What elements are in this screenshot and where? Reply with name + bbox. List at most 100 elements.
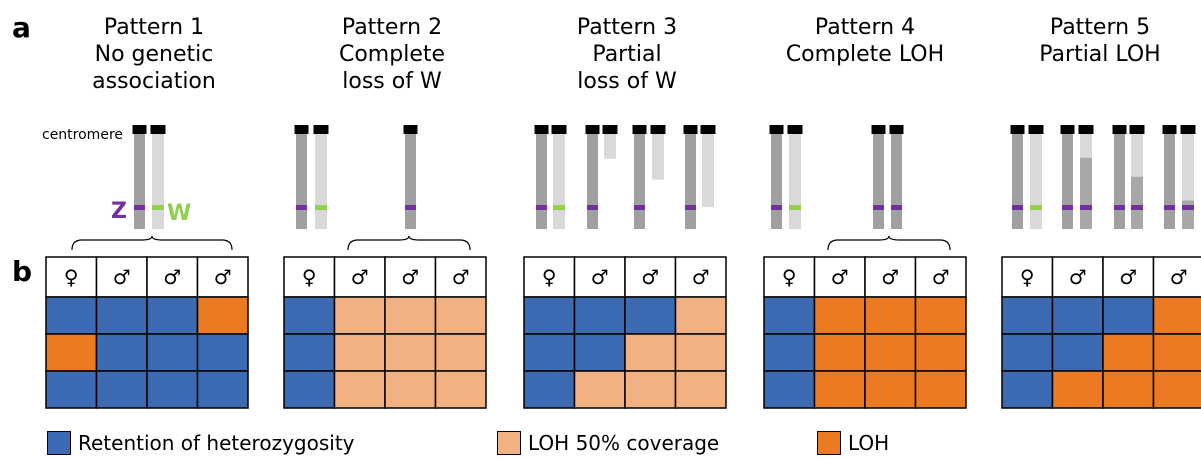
z-chromosome-24 [1162,125,1177,229]
z-chromosome-arm [1012,134,1023,229]
grid-cell [434,296,487,335]
w-marker [789,205,801,210]
centromere-block [769,125,784,134]
grid-cell [333,296,386,335]
centromere-block [1060,125,1075,134]
z-chromosome-14 [769,125,784,229]
header-cell [523,256,576,298]
z-chromosome-8 [585,125,600,229]
grid-cell [763,370,816,409]
header-cell [1051,256,1104,298]
z-chromosome-12 [683,125,698,229]
w-marker [152,205,164,210]
grid-cell [1102,370,1155,409]
centromere-block [1112,125,1127,134]
header-cell [674,256,727,298]
female-symbol-icon: ♀ [542,265,557,289]
male-symbol-icon: ♂ [113,265,131,289]
legend-loh: LOH [817,431,889,455]
grouping-brace [827,235,951,251]
grid-cell [674,370,727,409]
z-marker [1182,205,1194,210]
pattern-1-title-line-1: Pattern 1 [103,15,205,40]
centromere-block [889,125,904,134]
pattern-2-grid: ♀♂♂♂ [283,256,487,409]
grid-cell [333,370,386,409]
z-marker [1164,205,1175,210]
z-marker [685,205,696,210]
pattern-5-title-line-2: Partial LOH [1039,42,1161,67]
w-marker [315,205,327,210]
grid-cell [196,370,249,409]
z-marker [1114,205,1125,210]
centromere-block [632,125,647,134]
z-chromosome-arm [891,134,902,229]
heterozygosity-grids: ♀♂♂♂♀♂♂♂♀♂♂♂♀♂♂♂♀♂♂♂ [45,256,1201,409]
w-chromosome-7 [551,125,567,229]
centromere-block [650,125,666,134]
male-symbol-icon: ♂ [1170,265,1188,289]
centromere-block [871,125,886,134]
w-chromosome-13 [700,125,716,208]
grid-cell [283,370,336,409]
pattern-4-title: Pattern 4 Complete LOH [765,14,965,68]
legend-loh50-swatch [497,431,521,455]
z-chromosome-arm [771,134,782,229]
z-chromosome-6 [534,125,549,229]
grid-cell [1102,333,1155,372]
w-chromosome-arm [652,134,664,180]
header-cell [434,256,487,298]
header-cell [1152,256,1201,298]
centromere-block [534,125,549,134]
pattern-4-title-line-1: Pattern 4 [814,15,916,40]
centromere-block [683,125,698,134]
grid-cell [146,333,199,372]
centromere-block [403,125,418,134]
grid-cell [523,296,576,335]
z-chromosome-1 [132,125,147,229]
centromere-block [602,125,618,134]
z-chromosome-arm [1164,134,1175,229]
legend-loh-swatch [817,431,841,455]
w-chromosome-2 [150,125,166,229]
loh-segment [1080,157,1092,229]
male-symbol-icon: ♂ [692,265,710,289]
grid-cell [1152,296,1201,335]
pattern-5-title: Pattern 5 Partial LOH [1000,14,1200,68]
grid-cell [146,370,199,409]
z-chromosome-18 [1010,125,1025,229]
centromere-block [1028,125,1044,134]
legend-retention-label: Retention of heterozygosity [78,431,355,455]
panel-label-a: a [12,11,31,44]
w-marker [1030,205,1042,210]
centromere-block [1180,125,1196,134]
grid-cell [674,296,727,335]
legend-loh-label: LOH [848,431,890,455]
grid-cell [283,296,336,335]
w-chromosome-15 [787,125,803,229]
grid-cell [624,333,677,372]
grid-cell [283,333,336,372]
z-marker [891,205,902,210]
grid-cell [864,370,917,409]
z-chromosome-3 [294,125,309,229]
centromere-block [787,125,803,134]
centromere-block [551,125,567,134]
grid-cell [813,370,866,409]
grid-cell [45,296,98,335]
male-symbol-icon: ♂ [351,265,369,289]
male-symbol-icon: ♂ [881,265,899,289]
centromere-block [313,125,329,134]
grid-cell [624,296,677,335]
pattern-1-title: Pattern 1 No genetic association [54,14,254,95]
w-chromosome-11 [650,125,666,180]
male-symbol-icon: ♂ [932,265,950,289]
pattern-5-title-line-1: Pattern 5 [1049,15,1151,40]
w-chromosome-arm [604,134,616,159]
grid-cell [813,333,866,372]
z-marker [1131,205,1143,210]
grid-cell [196,333,249,372]
loh-segment [1131,176,1143,229]
header-cell [196,256,249,298]
